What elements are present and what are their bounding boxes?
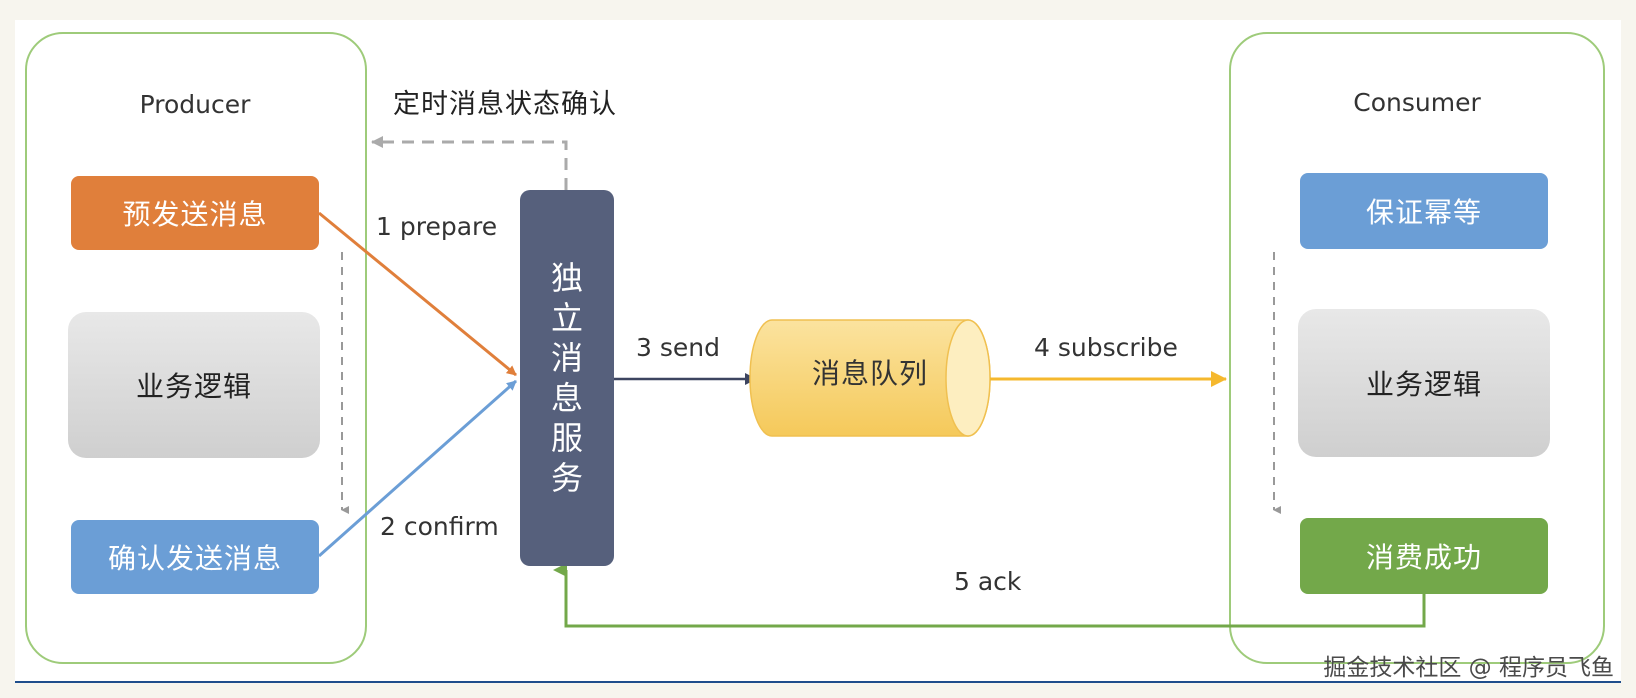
message-service-label: 独立消息服务 bbox=[550, 259, 583, 497]
bottom-rule bbox=[15, 681, 1621, 683]
message-queue-label: 消息队列 bbox=[811, 357, 928, 390]
subscribe-label: 4 subscribe bbox=[1034, 333, 1178, 362]
idempotent-box: 保证幂等 bbox=[1300, 173, 1548, 249]
watermark: 掘金技术社区 @ 程序员飞鱼 bbox=[1323, 655, 1614, 681]
send-label: 3 send bbox=[636, 333, 720, 362]
prepare-label: 1 prepare bbox=[376, 212, 498, 241]
ack-arrow bbox=[553, 563, 1426, 628]
producer-business-logic-box: 业务逻辑 bbox=[68, 312, 320, 458]
consume-success-box: 消费成功 bbox=[1300, 518, 1548, 594]
consumer-business-logic-box: 业务逻辑 bbox=[1298, 309, 1550, 457]
message-service-box: 独立消息服务 bbox=[520, 190, 614, 566]
message-queue-cylinder bbox=[749, 319, 991, 437]
ack-label: 5 ack bbox=[954, 567, 1022, 596]
producer-title: Producer bbox=[139, 90, 251, 119]
timed-check-label: 定时消息状态确认 bbox=[393, 89, 617, 120]
confirm-arrow bbox=[318, 379, 517, 558]
timed-check-arrow bbox=[371, 136, 568, 190]
prepare-arrow bbox=[318, 211, 517, 377]
confirm-send-message-box: 确认发送消息 bbox=[71, 520, 319, 594]
confirm-label: 2 confirm bbox=[380, 512, 499, 541]
consumer-title: Consumer bbox=[1353, 88, 1481, 117]
pre-send-message-box: 预发送消息 bbox=[71, 176, 319, 250]
